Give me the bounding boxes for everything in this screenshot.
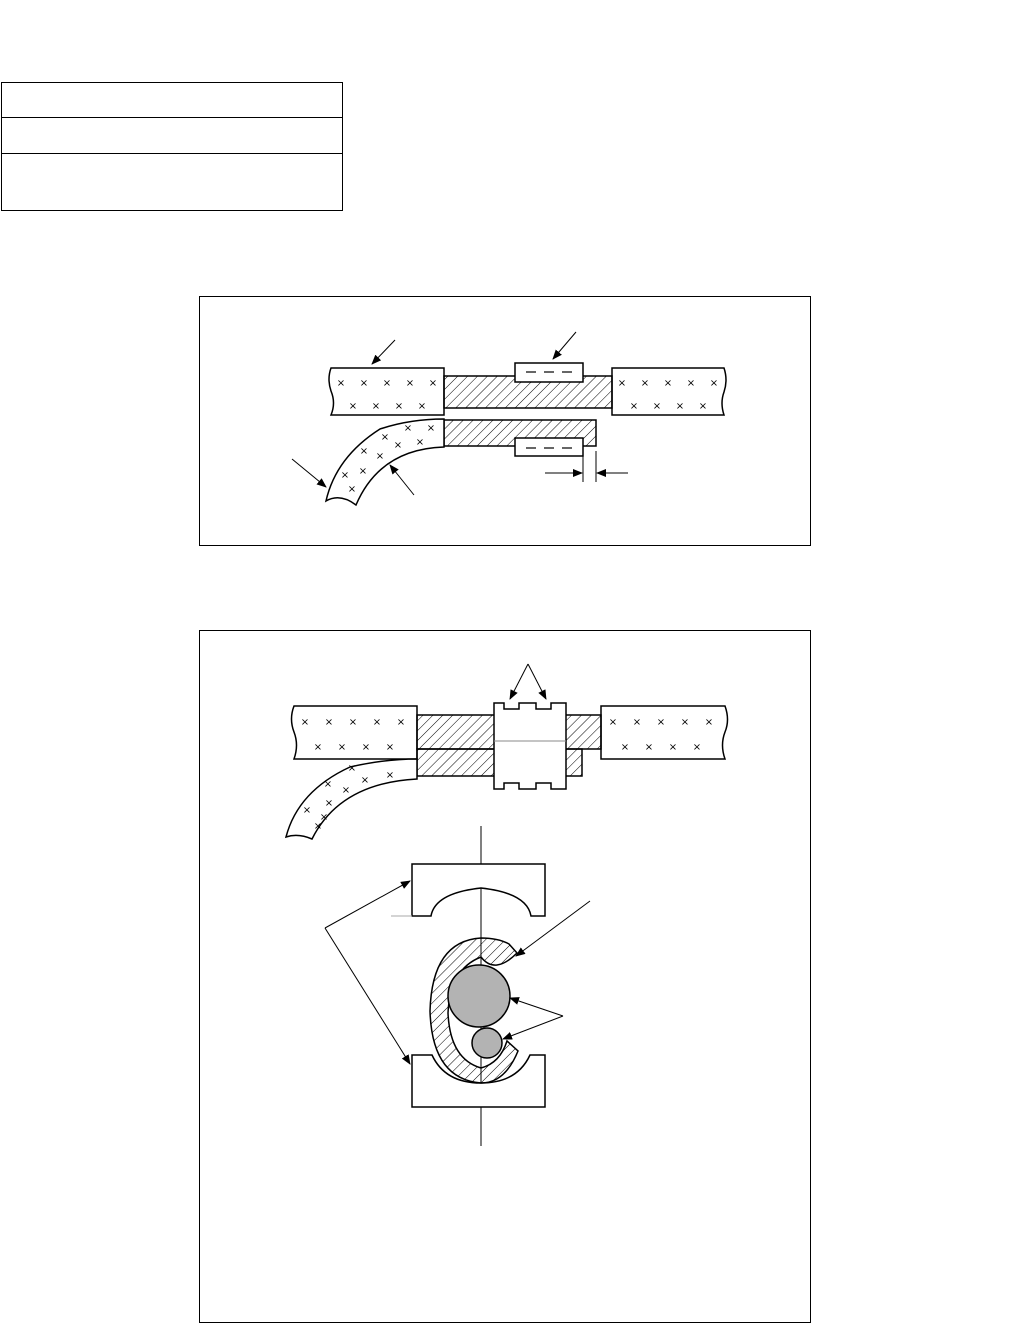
svg-text:×: × <box>394 440 402 451</box>
left-insulation <box>290 705 418 760</box>
header-cell <box>1 152 343 212</box>
svg-text:×: × <box>337 378 345 389</box>
svg-text:×: × <box>418 401 426 412</box>
figure-1-diagram: ××××× ×××× ××××× ×××× ×× ××× ×× ×× × <box>291 331 727 507</box>
svg-text:×: × <box>349 401 357 412</box>
header-row <box>1 81 343 119</box>
svg-text:×: × <box>618 378 626 389</box>
svg-text:×: × <box>314 821 322 832</box>
svg-text:×: × <box>381 432 389 443</box>
svg-text:×: × <box>427 423 435 434</box>
figure-2-frame: ××××× ×××× ××××× ×××× ××××× ×××× <box>199 630 811 1323</box>
svg-text:×: × <box>621 742 629 753</box>
svg-text:×: × <box>609 717 617 728</box>
figure-1-frame: ××××× ×××× ××××× ×××× ×× ××× ×× ×× × <box>199 296 811 546</box>
svg-text:×: × <box>429 378 437 389</box>
svg-text:×: × <box>641 378 649 389</box>
svg-text:×: × <box>348 484 356 495</box>
large-strand <box>447 964 511 1028</box>
header-cell <box>1 81 343 119</box>
svg-text:×: × <box>314 742 322 753</box>
svg-text:×: × <box>359 466 367 477</box>
svg-text:×: × <box>361 775 369 786</box>
svg-text:×: × <box>645 742 653 753</box>
svg-text:×: × <box>338 742 346 753</box>
svg-text:×: × <box>653 401 661 412</box>
sleeve-bottom <box>514 437 584 457</box>
svg-text:×: × <box>633 717 641 728</box>
bent-insulation <box>284 758 418 840</box>
insulation-marks: ××××× ×××× ××××× ×××× ××××× ×××× <box>301 717 713 832</box>
figure-2-diagram: ××××× ×××× ××××× ×××× ××××× ×××× <box>284 663 729 1146</box>
header-cell <box>1 117 343 154</box>
svg-text:×: × <box>630 401 638 412</box>
crimp-terminal <box>493 702 567 790</box>
header-row <box>1 152 343 212</box>
svg-text:×: × <box>699 401 707 412</box>
svg-text:×: × <box>669 742 677 753</box>
svg-text:×: × <box>372 401 380 412</box>
svg-text:×: × <box>664 378 672 389</box>
die-top <box>411 863 546 917</box>
svg-text:×: × <box>687 378 695 389</box>
svg-text:×: × <box>303 805 311 816</box>
svg-text:×: × <box>341 470 349 481</box>
right-insulation <box>600 705 729 760</box>
svg-text:×: × <box>325 798 333 809</box>
left-insulation <box>328 367 445 416</box>
svg-text:×: × <box>676 401 684 412</box>
svg-text:×: × <box>373 717 381 728</box>
bent-insulation <box>324 418 445 507</box>
svg-text:×: × <box>325 717 333 728</box>
svg-text:×: × <box>362 742 370 753</box>
svg-text:×: × <box>383 378 391 389</box>
svg-text:×: × <box>395 401 403 412</box>
svg-text:×: × <box>349 717 357 728</box>
header-table <box>1 81 343 212</box>
insulation-marks: ××××× ×××× ××××× ×××× ×× ××× ×× ×× × <box>337 378 718 495</box>
svg-text:×: × <box>657 717 665 728</box>
right-insulation <box>611 367 727 416</box>
svg-text:×: × <box>360 378 368 389</box>
svg-text:×: × <box>681 717 689 728</box>
svg-text:×: × <box>342 785 350 796</box>
svg-text:×: × <box>324 779 332 790</box>
svg-text:×: × <box>386 742 394 753</box>
svg-text:×: × <box>360 446 368 457</box>
svg-text:×: × <box>693 742 701 753</box>
svg-text:×: × <box>376 451 384 462</box>
svg-text:×: × <box>320 812 328 823</box>
svg-text:×: × <box>301 717 309 728</box>
svg-text:×: × <box>404 423 412 434</box>
svg-text:×: × <box>710 378 718 389</box>
svg-text:×: × <box>416 437 424 448</box>
svg-text:×: × <box>705 717 713 728</box>
svg-text:×: × <box>406 378 414 389</box>
svg-text:×: × <box>386 770 394 781</box>
small-strand <box>471 1027 503 1059</box>
svg-text:×: × <box>397 717 405 728</box>
header-row <box>1 117 343 154</box>
svg-text:×: × <box>348 763 356 774</box>
